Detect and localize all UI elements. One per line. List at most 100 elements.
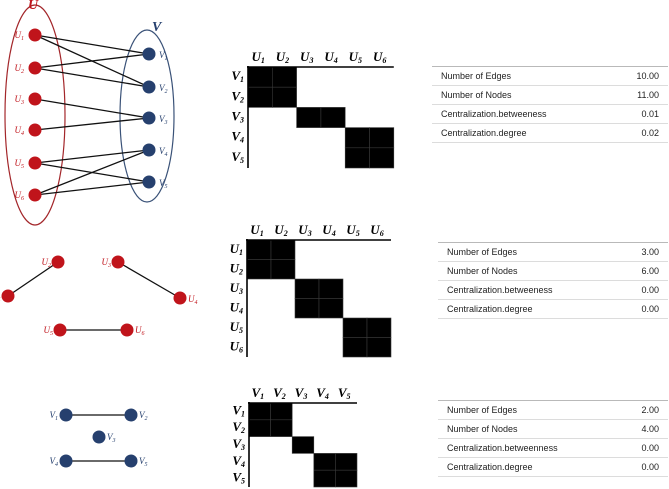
matrix-row-label: V4 bbox=[231, 129, 244, 145]
matrix-row-label: V1 bbox=[231, 68, 244, 84]
stat-label: Number of Nodes bbox=[432, 85, 610, 105]
bipartite-edge bbox=[34, 117, 150, 131]
stat-value: 10.00 bbox=[609, 66, 668, 86]
matrix-column-label: V2 bbox=[273, 385, 286, 401]
matrix-cell-filled bbox=[294, 298, 320, 319]
u-projection-edges bbox=[7, 261, 181, 331]
matrix-row-label: V4 bbox=[232, 453, 245, 469]
matrix-cell-filled bbox=[369, 127, 395, 149]
stat-label: Number of Edges bbox=[438, 400, 619, 420]
matrix-row-label: V2 bbox=[231, 88, 244, 104]
u-node bbox=[28, 156, 42, 170]
v-node-label: V2 bbox=[139, 410, 148, 422]
set-u-ellipse bbox=[4, 4, 66, 226]
matrix-cell-filled bbox=[291, 436, 315, 454]
set-u-label: U bbox=[28, 0, 39, 13]
v-node bbox=[59, 454, 73, 468]
stat-label: Centralization.betweeness bbox=[432, 104, 610, 124]
matrix-row-label: U6 bbox=[230, 338, 243, 354]
matrix-cell-filled bbox=[318, 278, 344, 299]
stat-value: 11.00 bbox=[609, 85, 668, 105]
matrix-column-label: U3 bbox=[300, 49, 313, 65]
stat-label: Centralization.degree bbox=[438, 299, 617, 319]
matrix-column-label: V1 bbox=[251, 385, 264, 401]
matrix-cell-filled bbox=[318, 298, 344, 319]
stat-label: Centralization.betweeness bbox=[438, 280, 617, 300]
matrix-cell-filled bbox=[270, 419, 293, 437]
matrix-row-label: V3 bbox=[232, 436, 245, 452]
bipartite-edge bbox=[34, 149, 150, 164]
matrix-cell-filled bbox=[248, 402, 271, 421]
u-node-label: U2 bbox=[15, 63, 25, 75]
stat-value: 0.01 bbox=[609, 104, 668, 124]
bipartite-edge bbox=[34, 67, 150, 88]
matrix-cell-filled bbox=[247, 66, 273, 88]
matrix-column-label: U1 bbox=[251, 49, 264, 65]
matrix-column-label: U4 bbox=[324, 49, 337, 65]
u-node bbox=[28, 28, 42, 42]
matrix-cell-filled bbox=[369, 147, 395, 169]
v-node bbox=[142, 47, 156, 61]
bipartite-edges bbox=[34, 34, 150, 196]
matrix-cell-filled bbox=[294, 278, 320, 299]
matrix-column-label: U5 bbox=[349, 49, 362, 65]
matrix-column-label: U2 bbox=[276, 49, 289, 65]
u-node-label: U3 bbox=[102, 257, 112, 269]
stat-value: 2.00 bbox=[618, 400, 668, 420]
v-node bbox=[142, 143, 156, 157]
matrix-cell-filled bbox=[270, 239, 296, 260]
matrix-column-label: U6 bbox=[373, 49, 386, 65]
u-node bbox=[173, 291, 187, 305]
u-node-label: U6 bbox=[135, 325, 145, 337]
v-node bbox=[124, 408, 138, 422]
stat-label: Centralization.degree bbox=[438, 457, 619, 477]
matrix-row-label: V1 bbox=[232, 402, 245, 418]
bipartite-edge bbox=[34, 149, 150, 196]
matrix-row-label: U2 bbox=[230, 260, 243, 276]
matrix-column-label: U6 bbox=[370, 222, 383, 238]
matrix-cell-filled bbox=[270, 259, 296, 280]
matrix-column-label: U5 bbox=[346, 222, 359, 238]
matrix-row-label: U4 bbox=[230, 299, 243, 315]
stat-value: 0.00 bbox=[616, 280, 668, 300]
matrix-cell-filled bbox=[366, 337, 392, 358]
matrix-column-label: V3 bbox=[295, 385, 308, 401]
matrix-cell-filled bbox=[313, 469, 336, 488]
v-node-label: V3 bbox=[159, 114, 168, 126]
v-node-label: V1 bbox=[159, 50, 168, 62]
bipartite-edge bbox=[34, 34, 150, 55]
stat-value: 6.00 bbox=[616, 261, 668, 281]
stat-value: 3.00 bbox=[616, 242, 668, 262]
matrix-cell-filled bbox=[320, 107, 346, 128]
u-node bbox=[111, 255, 125, 269]
stat-value: 0.00 bbox=[618, 457, 668, 477]
matrix-row-label: V5 bbox=[231, 149, 244, 165]
u-node-label: U5 bbox=[44, 325, 54, 337]
u-projection-edge bbox=[7, 261, 59, 297]
matrix-row-label: V2 bbox=[232, 419, 245, 435]
set-v-label: V bbox=[152, 20, 163, 35]
matrix-row-label: U3 bbox=[230, 280, 243, 296]
v-node-label: V1 bbox=[50, 410, 59, 422]
u-node bbox=[120, 323, 134, 337]
matrix-cell-filled bbox=[313, 453, 336, 471]
v-node bbox=[92, 430, 106, 444]
stat-value: 0.02 bbox=[609, 123, 668, 143]
u-node-label: U6 bbox=[15, 190, 25, 202]
matrix-column-label: U2 bbox=[274, 222, 287, 238]
v-node bbox=[142, 175, 156, 189]
matrix-row-label: V3 bbox=[231, 109, 244, 125]
u-node-label: U1 bbox=[0, 291, 1, 303]
matrix-cell-filled bbox=[246, 259, 272, 280]
matrix-cell-filled bbox=[246, 239, 272, 260]
